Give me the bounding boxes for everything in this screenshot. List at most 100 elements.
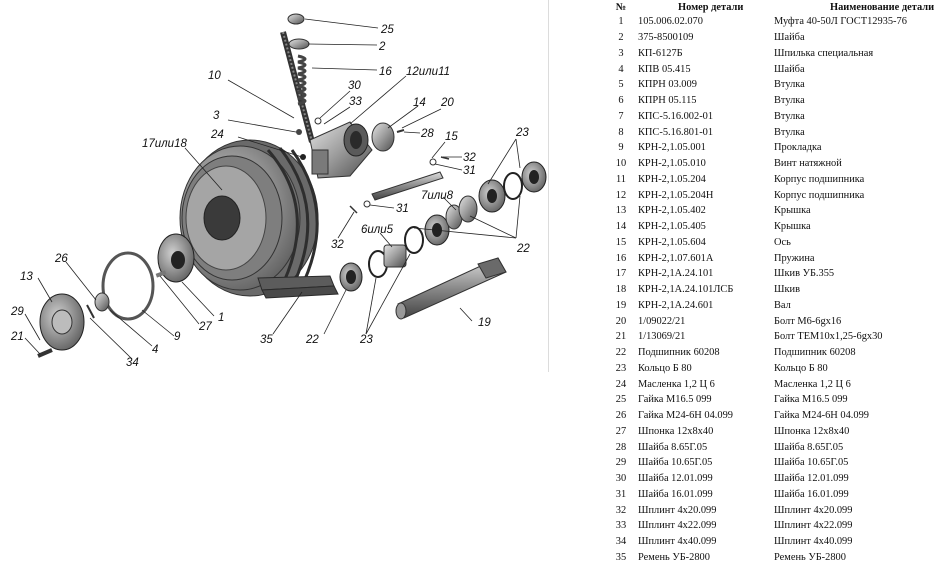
row-number: 15 <box>615 236 627 248</box>
callout-31b: 31 <box>396 203 409 215</box>
part-name: Винт натяжной <box>774 158 842 170</box>
part-name: Втулка <box>774 110 805 122</box>
small-parts <box>296 117 450 214</box>
part-name: Шпилька специальная <box>774 47 874 59</box>
row-number: 22 <box>615 347 627 359</box>
callout-31a: 31 <box>463 165 476 177</box>
part-code: КРН-2,1.07.601А <box>638 252 714 264</box>
row-number: 12 <box>615 189 627 201</box>
table-row: 26 Гайка М24-6Н 04.099 Гайка М24-6Н 04.099 <box>604 408 949 424</box>
part-name: Гайка М24-6Н 04.099 <box>774 410 869 422</box>
part-code: Шплинт 4х22.099 <box>638 520 717 532</box>
row-number: 29 <box>615 457 627 469</box>
part-name: Кольцо Б 80 <box>774 362 828 374</box>
part-name: Болт ТЕМ10х1,25-6gх30 <box>774 331 883 343</box>
part-name: Шпонка 12х8х40 <box>774 425 850 437</box>
callout-10: 10 <box>208 70 221 82</box>
axle <box>371 171 444 201</box>
washer-2 <box>288 38 310 50</box>
row-number: 7 <box>618 110 624 122</box>
part-name: Корпус подшипника <box>774 173 865 185</box>
part-code: 1/13069/21 <box>638 331 686 343</box>
callout-33: 33 <box>349 96 362 108</box>
part-code: КРН-2,1А.24.101ЛСБ <box>638 284 734 296</box>
part-code: Масленка 1,2 Ц 6 <box>638 378 715 390</box>
row-number: 26 <box>615 410 627 422</box>
part-name: Муфта 40-50Л ГОСТ12935-76 <box>774 16 907 28</box>
callout-2: 2 <box>378 41 386 53</box>
part-code: Шплинт 4х20.099 <box>638 504 717 516</box>
callout-35: 35 <box>260 334 273 346</box>
part-code: КРН-2,1.05.001 <box>638 142 706 154</box>
callout-7-or-8: 7или8 <box>421 190 454 202</box>
row-number: 31 <box>615 488 627 500</box>
part-code: КПС-5.16.801-01 <box>638 126 714 138</box>
row-number: 3 <box>618 47 624 59</box>
pulley <box>179 139 319 297</box>
row-number: 24 <box>615 378 627 390</box>
part-code: КПВ 05.415 <box>638 63 691 75</box>
part-name: Шкив УБ.355 <box>774 268 835 280</box>
part-name: Крышка <box>774 221 811 233</box>
callout-34: 34 <box>126 357 139 369</box>
row-number: 4 <box>618 63 624 75</box>
callout-22b: 22 <box>305 334 319 346</box>
part-name: Втулка <box>774 95 805 107</box>
callout-22a: 22 <box>516 243 530 255</box>
part-code: Ремень УБ-2800 <box>638 551 710 563</box>
part-name: Шайба 16.01.099 <box>774 488 849 500</box>
nut-25 <box>287 13 305 25</box>
part-code: КРН-2,1А.24.601 <box>638 299 714 311</box>
part-code: Подшипник 60208 <box>638 347 720 359</box>
part-name: Прокладка <box>774 142 822 154</box>
part-code: Гайка М24-6Н 04.099 <box>638 410 733 422</box>
row-number: 2 <box>618 32 624 44</box>
part-code: КПРН 05.115 <box>638 95 697 107</box>
row-number: 18 <box>615 284 627 296</box>
row-number: 33 <box>615 520 627 532</box>
table-row: 4 КПВ 05.415 Шайба <box>604 61 949 77</box>
part-code: КРН-2,1.05.405 <box>638 221 706 233</box>
bearing-housing <box>309 121 373 179</box>
table-row: 22 Подшипник 60208 Подшипник 60208 <box>604 345 949 361</box>
part-name: Шплинт 4х20.099 <box>774 504 853 516</box>
table-row: 15 КРН-2,1.05.604 Ось <box>604 235 949 251</box>
row-number: 23 <box>615 362 627 374</box>
tension-screw <box>280 31 315 143</box>
callout-32b: 32 <box>331 239 344 251</box>
row-number: 25 <box>615 394 627 406</box>
callout-3: 3 <box>213 110 220 122</box>
part-name: Ось <box>774 236 791 248</box>
part-name: Шплинт 4х22.099 <box>774 520 853 532</box>
part-name: Крышка <box>774 205 811 217</box>
callout-25: 25 <box>380 24 394 36</box>
part-name: Подшипник 60208 <box>774 347 856 359</box>
row-number: 20 <box>615 315 627 327</box>
part-code: КРН-2,1.05.604 <box>638 236 706 248</box>
assembly-svg: 25 2 16 10 30 33 12или11 3 14 20 24 28 1… <box>10 13 547 369</box>
part-code: 375-8500109 <box>638 32 694 44</box>
row-number: 28 <box>615 441 627 453</box>
callout-32a: 32 <box>463 152 476 164</box>
cover-14 <box>371 122 395 152</box>
spring <box>297 54 307 106</box>
callout-13: 13 <box>20 271 33 283</box>
callout-14: 14 <box>413 97 426 109</box>
part-name: Шайба <box>774 63 805 75</box>
